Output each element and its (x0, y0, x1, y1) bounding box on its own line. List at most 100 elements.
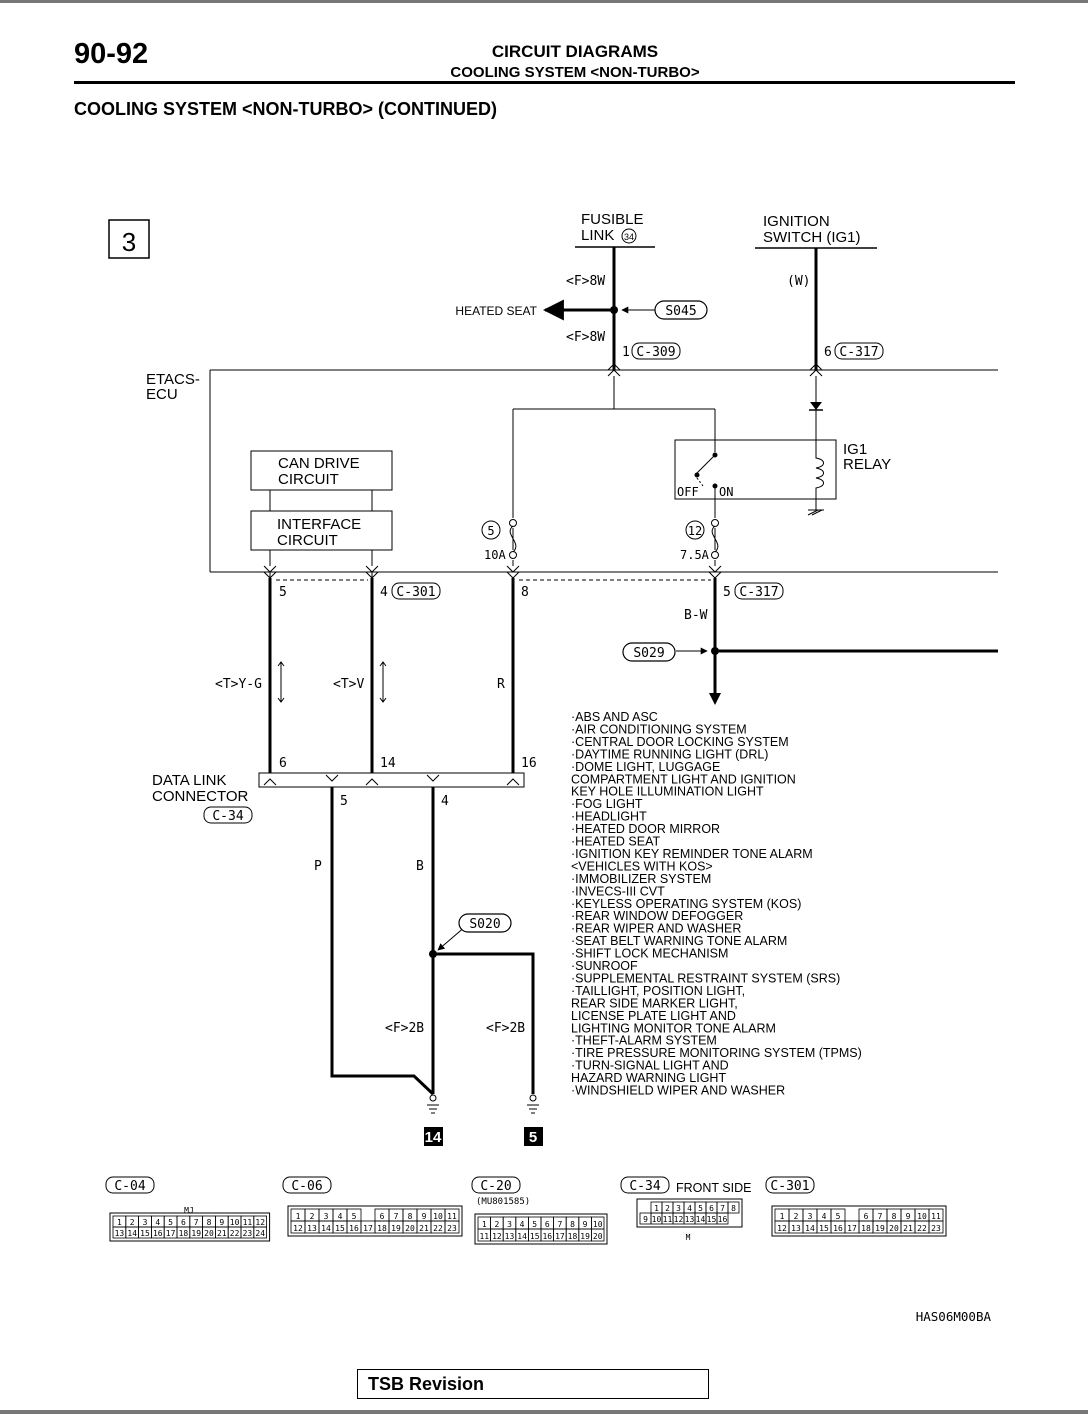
system-item: KEY HOLE ILLUMINATION LIGHT (571, 785, 764, 799)
connector-pin-number: 14 (321, 1224, 331, 1233)
connector-c317-top: C-317 (839, 345, 878, 360)
header-rule (74, 81, 1015, 84)
connector-pin-number: 18 (568, 1232, 578, 1241)
connector-pin-number: 12 (674, 1215, 684, 1224)
splice-s029-badge (622, 642, 676, 662)
diode-symbol (810, 402, 822, 410)
connector-pin-number: 7 (878, 1212, 883, 1221)
connector-pin-number: 13 (307, 1224, 317, 1233)
page-subtitle: COOLING SYSTEM <NON-TURBO> (450, 64, 700, 81)
connector-pin-number: 12 (255, 1218, 265, 1227)
connector-pin-number: 2 (310, 1212, 315, 1221)
ground-14-badge (424, 1127, 443, 1146)
connector-pin-number: 18 (377, 1224, 387, 1233)
system-item: ·HEATED SEAT (571, 835, 660, 849)
connector-pin-number: 20 (889, 1224, 899, 1233)
pin-dlc-5: 5 (340, 794, 348, 809)
pin-c317-top: 6 (824, 345, 832, 360)
connector-c301-badge (391, 582, 441, 600)
fuse-12-number: 12 (688, 524, 702, 538)
splice-s020-badge (458, 913, 512, 933)
system-item: LICENSE PLATE LIGHT AND (571, 1009, 736, 1023)
system-item: ·FOG LIGHT (571, 797, 643, 811)
connector-pin (444, 1220, 460, 1234)
connector-pin-number: 9 (583, 1220, 588, 1229)
system-item: ·ABS AND ASC (571, 710, 658, 724)
connector-pin-number: 13 (685, 1215, 695, 1224)
fusible-link-label: FUSIBLE (581, 211, 644, 228)
section-title: COOLING SYSTEM <NON-TURBO> (CONTINUED) (74, 99, 498, 119)
connector-pin-number: 3 (324, 1212, 329, 1221)
connector-pin-number: 5 (168, 1218, 173, 1227)
connector-pin-number: 15 (707, 1215, 717, 1224)
system-item: ·KEYLESS OPERATING SYSTEM (KOS) (571, 897, 801, 911)
system-item: ·SUNROOF (571, 959, 638, 973)
connector-pin-number: 9 (643, 1215, 648, 1224)
system-item: COMPARTMENT LIGHT AND IGNITION (571, 772, 796, 786)
connector-view-c04-badge (105, 1176, 155, 1194)
connector-view-c301: C-301 (770, 1179, 809, 1194)
splice-s045-badge (654, 300, 708, 320)
connector-pin-number: 21 (419, 1224, 429, 1233)
connector-pin-number: 11 (479, 1232, 489, 1241)
system-item: ·TIRE PRESSURE MONITORING SYSTEM (TPMS) (571, 1046, 862, 1060)
system-item: ·WINDSHIELD WIPER AND WASHER (571, 1084, 785, 1098)
connector-view-c20: C-20 (480, 1179, 511, 1194)
system-item: ·HEATED DOOR MIRROR (571, 822, 720, 836)
connector-pin-number: 8 (207, 1218, 212, 1227)
connector-pin-number: 6 (181, 1218, 186, 1227)
system-item: ·TAILLIGHT, POSITION LIGHT, (571, 984, 745, 998)
connector-pin-number: 6 (380, 1212, 385, 1221)
connector-pin-number: 21 (217, 1229, 227, 1238)
connector-pin (727, 1201, 740, 1214)
connector-pin (253, 1226, 268, 1239)
connector-c309-badge (631, 342, 681, 360)
connector-c317-badge (734, 582, 784, 600)
connector-c301: C-301 (396, 585, 435, 600)
data-link-connector-label: DATA LINK (152, 772, 226, 789)
connector-pin-number: 4 (338, 1212, 343, 1221)
connector-pin-number: 23 (931, 1224, 941, 1233)
connector-pin-number: 24 (255, 1229, 265, 1238)
wire-label-ignition: (W) (787, 274, 810, 289)
wire-label-fusible-lower: <F>8W (566, 330, 605, 345)
system-item: ·CENTRAL DOOR LOCKING SYSTEM (571, 735, 789, 749)
connector-pin-number: 6 (545, 1220, 550, 1229)
connector-pin-number: 10 (593, 1220, 603, 1229)
connector-c34-badge (203, 806, 253, 824)
data-link-connector-body (258, 772, 525, 788)
connector-pin-number: 19 (391, 1224, 401, 1233)
connector-pin-number: 6 (864, 1212, 869, 1221)
pin-dlc-16: 16 (521, 756, 537, 771)
ground-14-label: 14 (425, 1129, 442, 1146)
data-link-connector-label-2: CONNECTOR (152, 788, 249, 805)
wire-label-bw: B-W (684, 608, 708, 623)
connector-pin-number: 18 (179, 1229, 189, 1238)
connector-pin-number: 16 (349, 1224, 359, 1233)
system-item: ·TURN-SIGNAL LIGHT AND (571, 1059, 729, 1073)
system-item: REAR SIDE MARKER LIGHT, (571, 996, 738, 1010)
connector-pin-number: 8 (892, 1212, 897, 1221)
connector-pin-number: 11 (243, 1218, 253, 1227)
connector-pin-number: 12 (492, 1232, 502, 1241)
connector-pin-number: 2 (130, 1218, 135, 1227)
connector-pin-number: 3 (143, 1218, 148, 1227)
system-item: LIGHTING MONITOR TONE ALARM (571, 1021, 776, 1035)
system-item: <VEHICLES WITH KOS> (571, 859, 713, 873)
connector-pin-number: 10 (652, 1215, 662, 1224)
connector-pin-number: 20 (405, 1224, 415, 1233)
pin-c317-5: 5 (723, 585, 731, 600)
etacs-ecu-label: ETACS- (146, 371, 200, 388)
connector-pin-number: 2 (494, 1220, 499, 1229)
wire-label-f2b-right: <F>2B (486, 1021, 525, 1036)
fusible-link-number: 34 (624, 232, 634, 242)
connector-pin-number: 23 (447, 1224, 457, 1233)
splice-s029-label: S029 (633, 646, 664, 661)
bw-down-arrow (709, 693, 721, 705)
connector-pin-number: 16 (542, 1232, 552, 1241)
connector-pin-number: 8 (570, 1220, 575, 1229)
connector-pin-number: 20 (593, 1232, 603, 1241)
interface-label: INTERFACE (277, 516, 361, 533)
connector-view-c06-badge (282, 1176, 332, 1194)
